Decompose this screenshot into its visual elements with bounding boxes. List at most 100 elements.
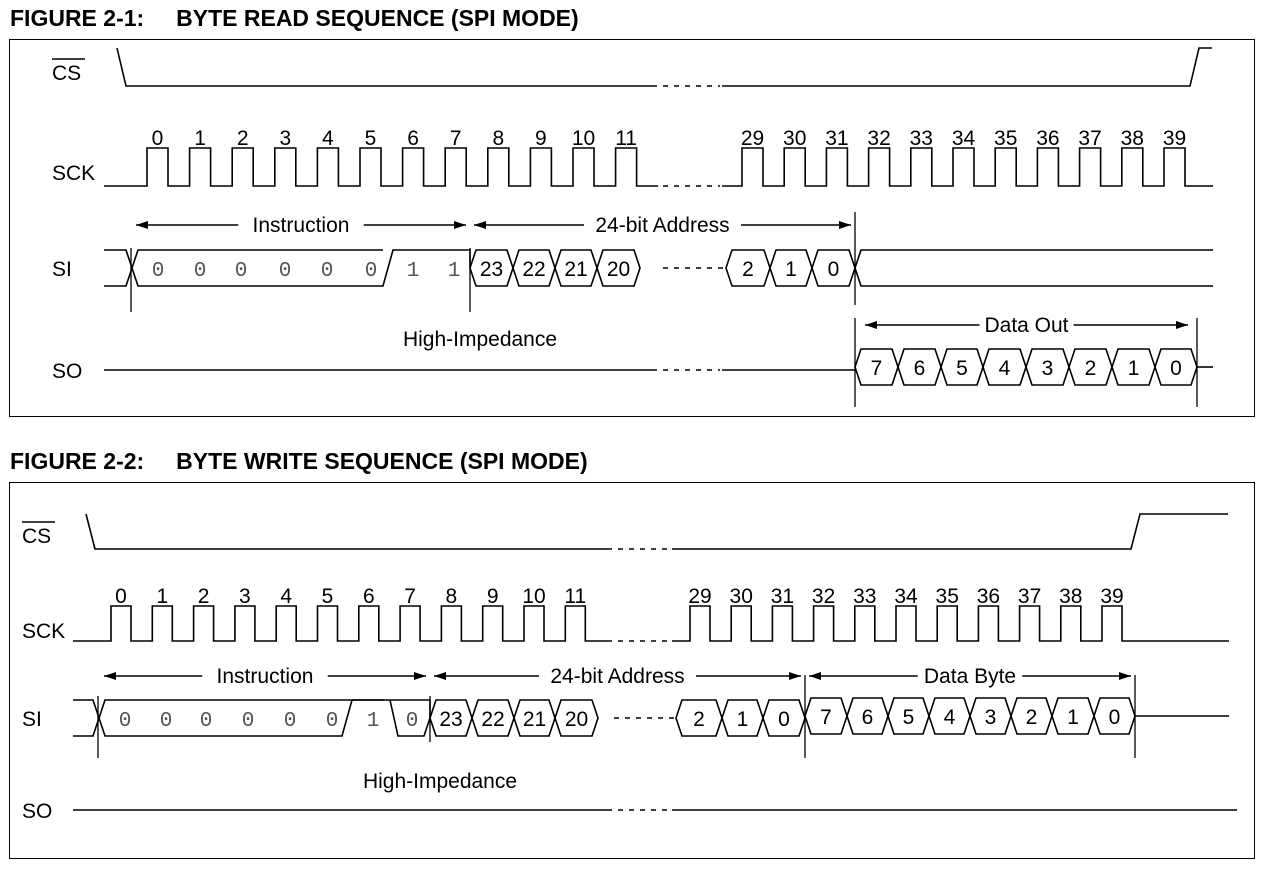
clock-number: 30 xyxy=(783,127,806,150)
arrow-head xyxy=(414,672,426,680)
bit-label: 6 xyxy=(862,706,874,729)
bit-label: 4 xyxy=(944,706,956,729)
clock-number: 35 xyxy=(936,585,959,608)
clock-number: 33 xyxy=(910,127,933,150)
bit-label: 4 xyxy=(999,357,1011,380)
bit-label: 5 xyxy=(903,706,915,729)
si-idle-left xyxy=(73,699,100,737)
data-span: Data Byte xyxy=(809,665,1131,688)
clock-number: 9 xyxy=(535,127,547,150)
bit-label: 3 xyxy=(1042,357,1054,380)
bit-label: 0 xyxy=(778,708,790,731)
high-impedance-label: High-Impedance xyxy=(403,328,557,351)
arrow-head xyxy=(454,221,466,229)
figure-2-1-frame xyxy=(9,39,1255,417)
instruction-span: Instruction xyxy=(136,214,466,237)
bit-label: 5 xyxy=(956,357,968,380)
instruction-bit: 0 xyxy=(194,260,207,283)
data-cell xyxy=(596,249,641,287)
cs-label: CS xyxy=(52,62,81,85)
clock-number: 39 xyxy=(1163,127,1186,150)
clock-number: 8 xyxy=(446,585,458,608)
clock-number: 8 xyxy=(492,127,504,150)
sck-label: SCK xyxy=(22,620,65,643)
clock-number: 3 xyxy=(239,585,251,608)
timing-markers xyxy=(130,212,1198,407)
si-waveform xyxy=(104,249,1213,287)
figure-caption: BYTE WRITE SEQUENCE (SPI MODE) xyxy=(176,448,588,474)
clock-number: 30 xyxy=(730,585,753,608)
instruction-bit: 0 xyxy=(242,710,255,733)
sck-clock-pulses-start xyxy=(104,147,659,187)
clock-number: 1 xyxy=(194,127,206,150)
cs-line-left xyxy=(85,513,612,550)
so-label: SO xyxy=(22,800,52,823)
clock-number: 6 xyxy=(407,127,419,150)
si-label: SI xyxy=(22,708,42,731)
clock-number: 34 xyxy=(894,585,918,608)
address-span: 24-bit Address xyxy=(474,214,851,237)
dimension-label: Instruction xyxy=(253,214,350,237)
instruction-bit: 0 xyxy=(406,710,419,733)
high-impedance-text: High-Impedance xyxy=(403,328,557,351)
clock-number: 7 xyxy=(404,585,416,608)
sck-waveform xyxy=(104,147,1213,187)
high-impedance-text: High-Impedance xyxy=(363,770,517,793)
clock-number: 5 xyxy=(365,127,377,150)
clock-number: 29 xyxy=(741,127,764,150)
clock-number: 4 xyxy=(280,585,292,608)
clock-number: 32 xyxy=(867,127,890,150)
clock-number: 31 xyxy=(825,127,848,150)
sck-clock-pulses-start xyxy=(73,605,612,642)
clock-number: 38 xyxy=(1121,127,1144,150)
bit-label: 22 xyxy=(522,258,545,281)
bit-label: 2 xyxy=(693,708,705,731)
arrow-head xyxy=(809,672,821,680)
address-span: 24-bit Address xyxy=(434,665,801,688)
instruction-bit: 1 xyxy=(448,260,461,283)
arrow-head xyxy=(839,221,851,229)
si-tail xyxy=(854,267,1213,287)
clock-number: 0 xyxy=(152,127,164,150)
bit-label: 21 xyxy=(564,258,587,281)
clock-number: 4 xyxy=(322,127,334,150)
arrow-head xyxy=(1176,321,1188,329)
so-label: SO xyxy=(52,360,82,383)
instruction-bit: 0 xyxy=(160,710,173,733)
sck-clock-pulses-end xyxy=(672,605,1229,642)
figure-number: FIGURE 2-1: xyxy=(10,5,145,31)
instruction-bit: 1 xyxy=(367,710,380,733)
high-impedance-label: High-Impedance xyxy=(363,770,517,793)
sck-label: SCK xyxy=(52,162,95,185)
clock-number: 35 xyxy=(994,127,1017,150)
bit-label: 0 xyxy=(828,258,840,281)
clock-number: 2 xyxy=(237,127,249,150)
clock-number: 34 xyxy=(952,127,976,150)
bit-label: 23 xyxy=(439,708,462,731)
bit-label: 7 xyxy=(820,706,832,729)
instruction-top xyxy=(131,249,383,269)
bit-label: 3 xyxy=(985,706,997,729)
arrow-head xyxy=(789,672,801,680)
bit-label: 20 xyxy=(607,258,630,281)
cs-line-right xyxy=(722,47,1212,87)
clock-number: 33 xyxy=(853,585,876,608)
instruction-low xyxy=(98,699,431,737)
clock-number: 37 xyxy=(1018,585,1041,608)
instruction-bit: 0 xyxy=(365,260,378,283)
clock-number: 39 xyxy=(1100,585,1123,608)
dimension-label: Instruction xyxy=(217,665,314,688)
dimension-label: Data Out xyxy=(984,314,1068,337)
arrow-head xyxy=(865,321,877,329)
instruction-bit: 1 xyxy=(407,260,420,283)
bit-label: 1 xyxy=(785,258,797,281)
instruction-span: Instruction xyxy=(104,665,426,688)
